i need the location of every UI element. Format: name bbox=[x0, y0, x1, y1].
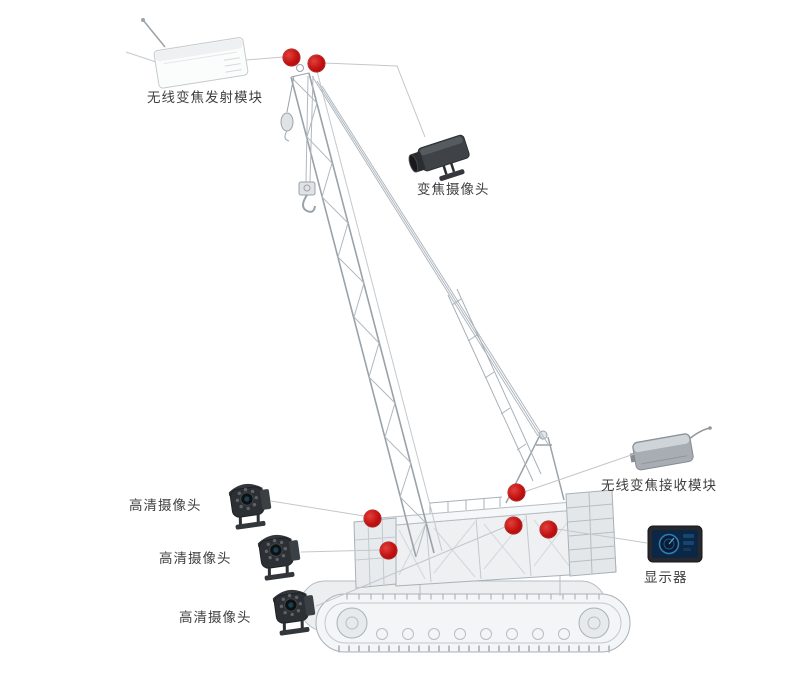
transmitter-device bbox=[125, 18, 249, 89]
receiver-label: 无线变焦接收模块 bbox=[601, 478, 717, 494]
display-device bbox=[647, 525, 703, 563]
red-marker-body-center bbox=[504, 516, 522, 534]
red-marker-boom-top-right bbox=[307, 54, 325, 72]
hd-camera-label-2: 高清摄像头 bbox=[159, 551, 232, 567]
connector-transmitter bbox=[245, 56, 284, 61]
receiver-device bbox=[629, 426, 712, 471]
red-marker-body-left-upper bbox=[363, 509, 381, 527]
red-marker-boom-top-left bbox=[282, 48, 300, 66]
connector-display bbox=[556, 528, 648, 544]
connector-hd_camera_1 bbox=[270, 500, 365, 517]
connector-hd_camera_2 bbox=[300, 549, 381, 553]
zoom-camera-label: 变焦摄像头 bbox=[417, 182, 490, 198]
connector-receiver bbox=[523, 453, 635, 493]
zoom-camera-device bbox=[408, 134, 470, 181]
lattice-boom bbox=[290, 64, 443, 558]
pendant-cables bbox=[311, 75, 549, 482]
hook-assembly bbox=[280, 75, 316, 213]
crawler-tracks bbox=[299, 572, 631, 653]
connector-zoom_camera bbox=[323, 62, 426, 138]
transmitter-label: 无线变焦发射模块 bbox=[147, 90, 263, 106]
red-marker-body-left-lower bbox=[379, 541, 397, 559]
hd-camera-label-3: 高清摄像头 bbox=[179, 610, 252, 626]
hd-camera-label-1: 高清摄像头 bbox=[129, 498, 202, 514]
red-marker-body-upper bbox=[507, 483, 525, 501]
red-marker-body-right bbox=[539, 520, 557, 538]
display-label: 显示器 bbox=[644, 570, 688, 586]
connector-hd_camera_3 bbox=[315, 526, 506, 607]
